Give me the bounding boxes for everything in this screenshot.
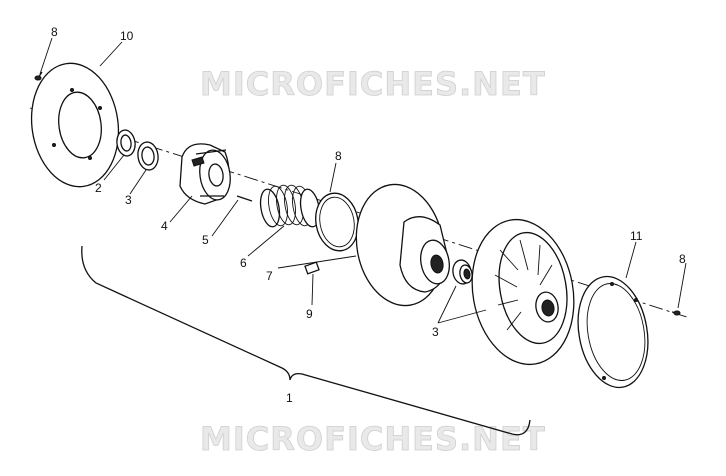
post: [304, 261, 320, 275]
callout-9: 9: [306, 307, 313, 321]
callout-3-right: 3: [432, 325, 439, 339]
bolt-right: [671, 310, 681, 316]
spider-cam: [179, 143, 231, 205]
stationary-sheave: [355, 183, 450, 307]
assembly-brace: [81, 245, 531, 436]
outer-ring-cover: [577, 275, 649, 389]
spring: [259, 184, 321, 228]
washer-right: [452, 259, 473, 285]
callout-3-left: 3: [125, 193, 132, 207]
washer-left: [137, 141, 159, 171]
callout-7: 7: [266, 269, 273, 283]
callout-5: 5: [202, 233, 209, 247]
callout-8-right: 8: [679, 252, 686, 266]
callout-4: 4: [161, 219, 168, 233]
callout-2: 2: [95, 181, 102, 195]
callout-6: 6: [240, 256, 247, 270]
callout-8-middle: 8: [335, 149, 342, 163]
cover-plate: [30, 62, 120, 188]
callout-1: 1: [286, 391, 293, 405]
bolt-left: [34, 71, 43, 81]
watermark-bottom: MICROFICHES.NET: [200, 420, 546, 458]
watermark-top: MICROFICHES.NET: [200, 65, 546, 103]
pin: [236, 195, 253, 202]
callout-8-left: 8: [51, 25, 58, 39]
snap-ring: [116, 129, 136, 157]
retaining-ring: [315, 192, 359, 252]
callout-10: 10: [120, 29, 134, 43]
leader-lines: [39, 37, 687, 324]
movable-sheave: [471, 218, 575, 366]
center-axis: [29, 107, 691, 319]
callout-11: 11: [630, 229, 643, 243]
